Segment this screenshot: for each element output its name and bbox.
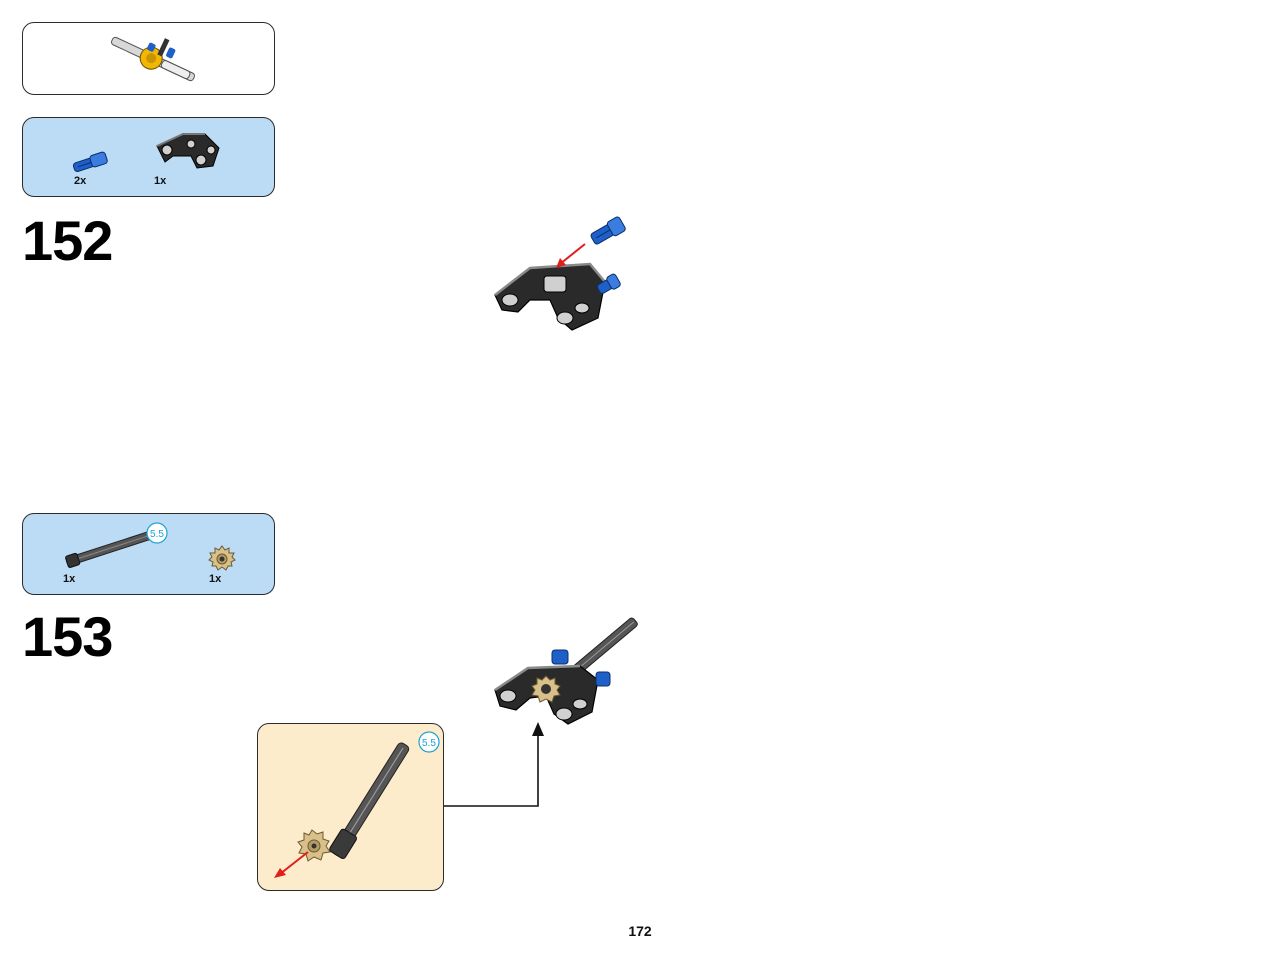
black-steering-knuckle-arm-icon	[156, 133, 220, 169]
red-arrowhead	[556, 258, 566, 268]
red-insert-arrow	[559, 243, 586, 265]
length-badge: 5.5	[146, 522, 168, 544]
axle-length-text: 5.5	[150, 529, 164, 540]
blue-axle-pin-icon	[72, 151, 108, 173]
subassembly-illustration	[274, 742, 410, 878]
subassembly-callout: 5.5	[257, 723, 444, 891]
part-quantity: 1x	[209, 573, 222, 585]
previous-assembly-callout	[22, 22, 275, 95]
step-number: 152	[22, 209, 113, 272]
axle-with-gear-assembly-icon	[111, 36, 195, 82]
parts-list-step-153: 5.5 1x 1x	[22, 513, 275, 595]
blue-axle-pin-icon	[590, 216, 626, 245]
subassembly-connector-arrow	[444, 722, 544, 807]
dark-grey-axle-icon	[329, 742, 410, 860]
step-152-illustration	[494, 216, 626, 331]
red-insert-arrow	[279, 851, 309, 875]
step-153-illustration	[494, 617, 638, 725]
step-number: 153	[22, 605, 113, 668]
blue-axle-pin-icon	[596, 273, 621, 294]
blue-axle-pin-icon	[551, 649, 569, 665]
blue-axle-pin-icon	[595, 671, 611, 687]
page-number: 172	[628, 923, 652, 939]
length-badge: 5.5	[418, 731, 440, 753]
part-quantity: 1x	[63, 573, 76, 585]
part-quantity: 2x	[74, 175, 87, 187]
red-arrowhead	[274, 868, 286, 878]
tan-gear-icon	[531, 675, 561, 703]
axle-length-text: 5.5	[422, 738, 436, 749]
tan-gear-icon	[208, 545, 236, 571]
parts-list-step-152: 2x 1x	[22, 117, 275, 197]
part-quantity: 1x	[154, 175, 167, 187]
